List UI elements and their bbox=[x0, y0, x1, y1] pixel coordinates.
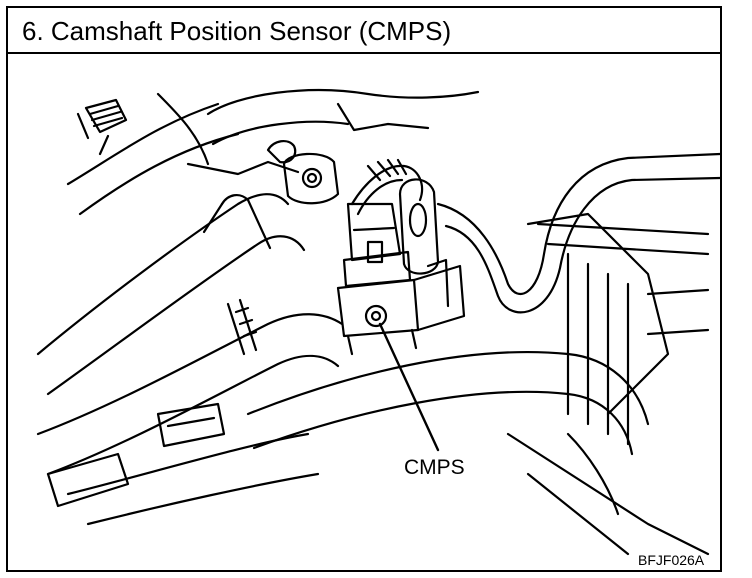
title-bar: 6. Camshaft Position Sensor (CMPS) bbox=[8, 8, 720, 54]
main-hose bbox=[36, 193, 306, 396]
mounting-boss bbox=[282, 152, 340, 205]
lower-pipe bbox=[66, 351, 710, 556]
wiring-harness bbox=[436, 152, 720, 314]
page-title: 6. Camshaft Position Sensor (CMPS) bbox=[22, 16, 452, 46]
right-housing bbox=[526, 212, 710, 446]
figure-code: BFJF026A bbox=[638, 552, 705, 568]
lower-left-bracket bbox=[46, 402, 226, 508]
ring-terminal bbox=[398, 178, 440, 275]
lower-left-hose bbox=[36, 298, 344, 476]
cmps-sensor-body bbox=[336, 258, 466, 356]
diagram-frame: 6. Camshaft Position Sensor (CMPS) bbox=[6, 6, 722, 572]
cmps-callout-label: CMPS bbox=[404, 456, 465, 479]
manifold-body bbox=[186, 89, 480, 176]
engine-illustration bbox=[36, 89, 720, 556]
cmps-leader-line bbox=[378, 322, 440, 452]
upper-left-hose bbox=[66, 92, 240, 216]
threaded-fitting bbox=[76, 98, 128, 156]
